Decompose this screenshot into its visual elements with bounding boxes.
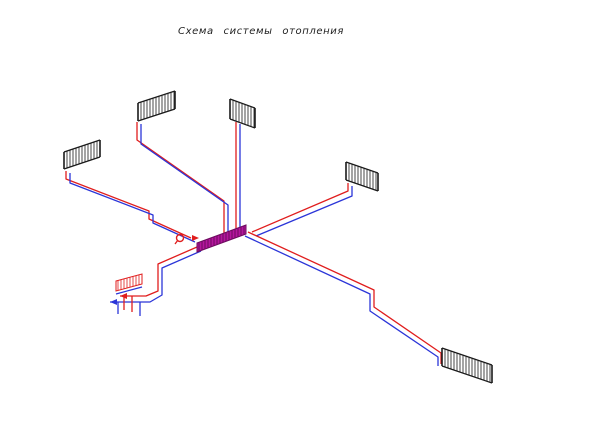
radiator-left xyxy=(63,139,101,170)
supply-boiler-run xyxy=(120,246,198,297)
heat-exchanger xyxy=(115,273,143,295)
return-boiler-run xyxy=(110,250,202,303)
pump xyxy=(174,233,185,245)
radiator-top-center xyxy=(229,98,256,129)
supply-left xyxy=(65,171,192,239)
return-top-left xyxy=(140,124,229,237)
return-right xyxy=(255,186,353,237)
return-flow-arrow-icon xyxy=(110,299,117,305)
pipe-runs xyxy=(65,122,442,366)
supply-flow-arrow-icon xyxy=(120,293,127,299)
radiator-top-left xyxy=(137,90,176,122)
return-bottom-right xyxy=(244,235,439,366)
radiator-right xyxy=(345,161,379,192)
supply-bottom-right xyxy=(247,231,442,364)
supply-right xyxy=(251,183,349,233)
return-left xyxy=(69,173,196,243)
manifold xyxy=(196,224,247,253)
supply-flow-arrow-icon xyxy=(192,235,199,241)
supply-top-left xyxy=(136,122,225,234)
diagram-title: Схема системы отопления xyxy=(178,26,344,37)
radiator-bottom-right xyxy=(441,347,493,384)
